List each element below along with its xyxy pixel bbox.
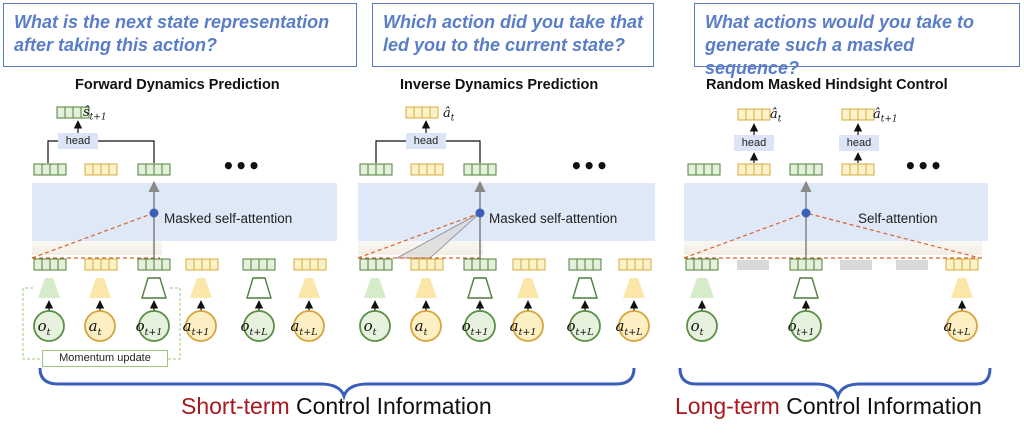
output-inverse: ât <box>443 106 455 124</box>
short-term-emphasis: Short-term <box>181 393 290 419</box>
input-circle-inverse-a-tplus1: at+1 <box>510 310 544 342</box>
attention-node-forward <box>149 208 159 218</box>
inverse-encoders <box>364 277 645 299</box>
input-circle-forward-o-t: ot <box>33 310 65 342</box>
input-circle-inverse-o-tplusL: ot+L <box>566 310 601 342</box>
input-circle-random-a-tplusL: at+L <box>943 310 978 342</box>
momentum-update-label: Momentum update <box>42 350 168 367</box>
attention-label-inverse: Masked self-attention <box>489 211 618 226</box>
random-output-tokens <box>737 108 875 121</box>
attention-node-random <box>801 208 811 218</box>
attention-label-forward: Masked self-attention <box>164 211 293 226</box>
inverse-output-token <box>405 106 439 119</box>
output-forward: ŝt+1 <box>83 105 107 123</box>
ellipsis-inverse: ••• <box>570 154 609 178</box>
head-forward: head <box>58 133 98 149</box>
random-bottom-tokens <box>685 258 979 271</box>
output-random-1: ât <box>770 107 782 125</box>
head-inverse: head <box>406 133 446 149</box>
random-top-tokens <box>687 163 875 176</box>
title-inverse: Inverse Dynamics Prediction <box>400 77 599 93</box>
attention-label-random: Self-attention <box>858 211 938 226</box>
momentum-loop <box>22 287 181 360</box>
inverse-top-tokens <box>359 163 497 176</box>
long-term-rest: Control Information <box>779 393 982 419</box>
short-term-rest: Control Information <box>289 393 492 419</box>
input-circle-random-o-tplus1: ot+1 <box>788 310 822 342</box>
input-circle-inverse-o-tplus1: ot+1 <box>462 310 496 342</box>
forward-top-tokens <box>33 163 171 176</box>
input-circle-forward-a-tplus1: at+1 <box>183 310 217 342</box>
title-random: Random Masked Hindsight Control <box>706 77 948 93</box>
short-term-label: Short-term Control Information <box>181 393 492 420</box>
question-inverse: Which action did you take that led you t… <box>372 3 654 67</box>
inverse-attention-triangle <box>357 212 484 259</box>
forward-attention-triangle <box>31 212 160 259</box>
long-term-label: Long-term Control Information <box>675 393 982 420</box>
forward-encoders <box>38 277 320 299</box>
attention-node-inverse <box>475 208 485 218</box>
attention-band-inverse <box>358 183 655 241</box>
input-arrows <box>44 300 967 311</box>
input-circle-forward-a-tplusL: at+L <box>290 310 325 342</box>
long-term-emphasis: Long-term <box>675 393 780 419</box>
question-random: What actions would you take to generate … <box>694 3 1020 78</box>
inverse-bottom-tokens <box>359 258 652 271</box>
attention-band-forward <box>32 183 337 241</box>
random-attention-triangle <box>683 212 984 259</box>
input-circle-forward-o-tplusL: ot+L <box>240 310 275 342</box>
question-forward: What is the next state representation af… <box>3 3 357 67</box>
forward-bottom-tokens <box>33 258 327 271</box>
input-circle-random-o-t: ot <box>686 310 718 342</box>
input-circle-forward-o-tplus1: ot+1 <box>136 310 170 342</box>
ellipsis-forward: ••• <box>222 154 261 178</box>
long-term-brace <box>678 367 992 401</box>
input-circle-inverse-a-tplusL: at+L <box>615 310 650 342</box>
ellipsis-random: ••• <box>904 154 943 178</box>
head-random-2: head <box>839 135 879 151</box>
random-encoders <box>690 277 973 299</box>
title-forward: Forward Dynamics Prediction <box>75 77 280 93</box>
input-circle-inverse-a-t: at <box>410 310 442 342</box>
forward-output-token <box>56 106 90 119</box>
input-circle-inverse-o-t: ot <box>359 310 391 342</box>
attention-band-random <box>684 183 988 241</box>
output-random-2: ât+1 <box>873 107 898 125</box>
short-term-brace <box>38 367 636 401</box>
input-circle-forward-a-t: at <box>84 310 116 342</box>
head-random-1: head <box>734 135 774 151</box>
